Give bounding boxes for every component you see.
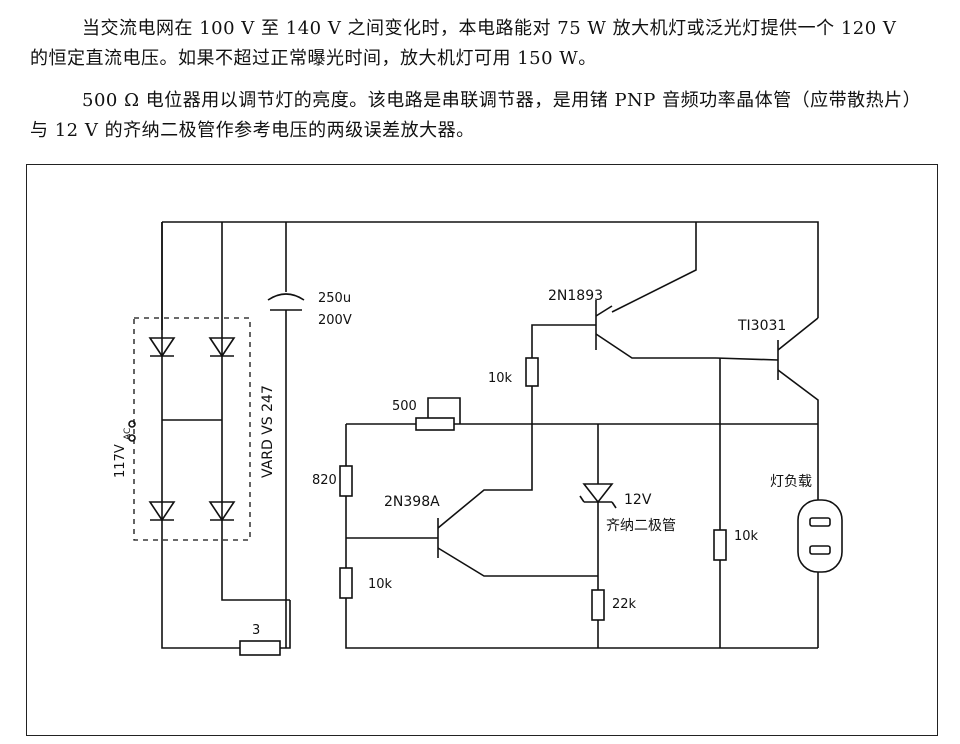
ac-sub-label: AC [123, 428, 133, 440]
resistor-10k-a-label: 10k [488, 371, 513, 386]
diode-d2 [208, 337, 236, 358]
resistor-820 [339, 465, 353, 497]
diode-d4 [208, 501, 236, 522]
resistor-10k-c-label: 10k [734, 529, 759, 544]
q2-emitter [777, 369, 819, 500]
q3-emitter-wire [437, 547, 598, 577]
diode-d3 [148, 501, 176, 522]
potentiometer-500 [415, 417, 455, 431]
resistor-3-label: 3 [252, 623, 260, 638]
resistor-22k [591, 589, 605, 621]
capacitor-voltage: 200V [318, 313, 352, 328]
q1-emitter-wire [595, 333, 716, 359]
q3-label: 2N398A [384, 494, 440, 510]
capacitor-value: 250u [318, 291, 351, 306]
capacitor-plate-curved [267, 293, 305, 301]
q2-collector [777, 317, 819, 351]
resistor-10k-c [713, 529, 727, 561]
top-bus [162, 221, 819, 318]
diode-d1 [148, 337, 176, 358]
zener-diode [582, 483, 614, 504]
paragraph-2: 500 Ω 电位器用以调节灯的亮度。该电路是串联调节器，是用锗 PNP 音频功率… [30, 90, 913, 141]
resistor-10k-b [339, 567, 353, 599]
zener-name-label: 齐纳二极管 [606, 518, 676, 534]
q3-collector-wire [437, 424, 533, 529]
ac-input-label: 117V [113, 444, 128, 478]
resistor-22k-label: 22k [612, 597, 637, 612]
rectifier-label: VARD VS 247 [260, 385, 276, 478]
q2-base-wire [715, 357, 779, 361]
lamp-load [797, 499, 843, 573]
circuit-frame [26, 164, 938, 736]
pot-label: 500 [392, 399, 417, 414]
resistor-10k-a [525, 357, 539, 387]
q1-base-wire [531, 324, 596, 358]
zener-voltage-label: 12V [624, 492, 652, 508]
bottom-left-rail [280, 600, 291, 649]
load-label: 灯负载 [770, 474, 812, 490]
resistor-10k-b-label: 10k [368, 577, 393, 592]
rectifier-box [133, 317, 251, 541]
bridge-right-vert [221, 222, 290, 601]
q1-label: 2N1893 [548, 288, 603, 304]
q2-label: TI3031 [737, 318, 786, 334]
paragraph-1: 当交流电网在 100 V 至 140 V 之间变化时，本电路能对 75 W 放大… [30, 18, 897, 69]
resistor-3 [239, 640, 281, 656]
ac-terminal-1 [128, 420, 136, 428]
ac-terminal-2 [128, 434, 136, 442]
bottom-bus [345, 598, 818, 649]
pot-wiper [427, 397, 461, 424]
q1-collector-wire [611, 222, 697, 313]
resistor-820-label: 820 [312, 473, 337, 488]
left-rail [161, 222, 240, 649]
